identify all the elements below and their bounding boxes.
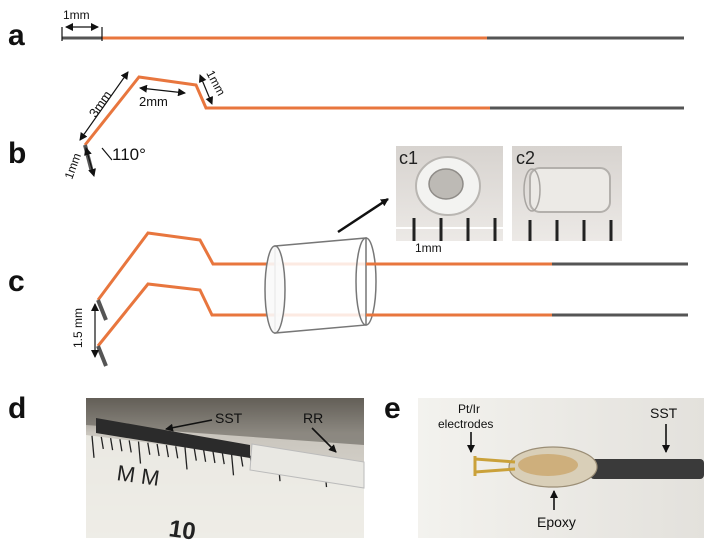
tube-body [274, 237, 367, 334]
c2-ruler-ticks [528, 220, 613, 241]
e-electrodes-label-line1: Pt/Ir [458, 402, 480, 416]
angle-label: 110° [112, 145, 146, 164]
angle-marker [101, 147, 113, 161]
d-ruler-number: 10 [167, 515, 197, 543]
panel-d-label: d [8, 392, 26, 425]
d-ruler-tick [91, 435, 95, 458]
d-sst-wire [96, 418, 250, 458]
d-sst-label: SST [215, 410, 243, 426]
dim-arrow-2mm [139, 84, 186, 97]
d-ruler-tick [119, 439, 123, 452]
panel-c2: c2 [512, 146, 622, 241]
d-ruler-tick [230, 453, 235, 476]
panel-a: a 1mm [8, 8, 684, 52]
dim-arrow-1mm-top [198, 74, 214, 105]
bent-wire-orange [83, 75, 490, 146]
e-epoxy-label: Epoxy [537, 514, 576, 530]
d-ruler-tick [128, 440, 132, 453]
d-ruler [86, 435, 364, 538]
d-ruler-tick [212, 450, 216, 464]
lower-wire-tip-gray [96, 345, 108, 367]
dim-15mm-label: 1.5 mm [71, 308, 85, 348]
panel-d: d M M 10 SST RR [8, 392, 365, 543]
dim-arrow-1mm-tip [84, 147, 96, 177]
d-rr-arrow [311, 427, 337, 453]
tube-right-end [355, 237, 377, 326]
e-electrode-lower [474, 467, 516, 474]
panel-b: b 3mm 2mm 1mm 1mm 110° [8, 68, 684, 181]
d-ruler-tick [147, 442, 151, 455]
c1-scale-label: 1mm [415, 241, 442, 255]
e-electrodes-label-line2: electrodes [438, 417, 493, 431]
panel-e-label: e [384, 392, 401, 425]
dim-1mm-label: 1mm [63, 8, 90, 22]
dim-1mm-tip-label: 1mm [62, 151, 84, 181]
panel-c-label: c [8, 265, 25, 298]
d-ruler-tick [175, 446, 179, 459]
d-ruler-tick [221, 452, 225, 465]
d-rr-tube [249, 443, 365, 489]
e-electrode-upper [474, 457, 516, 464]
tube-left-end [264, 245, 286, 334]
d-ruler-tick [193, 448, 197, 461]
panel-b-label: b [8, 137, 26, 170]
dim-2mm-label: 2mm [139, 94, 168, 109]
c2-tube-side [529, 167, 611, 213]
dim-arrow-3mm [79, 71, 129, 141]
c1-ruler-ticks [412, 218, 497, 241]
d-ruler-text: M M [115, 460, 161, 491]
d-ruler-tick [137, 441, 142, 464]
upper-wire-tip-gray [96, 299, 108, 321]
e-sst-label: SST [650, 405, 678, 421]
d-ruler-tick [109, 437, 114, 451]
d-ruler-tick [165, 445, 170, 458]
panel-e: e Pt/Ir electrodes SST Epoxy [384, 392, 704, 538]
d-ruler-tick [100, 436, 104, 450]
c1-tube-lumen [428, 168, 464, 200]
c2-label: c2 [516, 148, 535, 168]
d-ruler-tick [202, 449, 207, 462]
d-ruler-tick [156, 443, 160, 457]
panel-c1: c1 1mm [396, 146, 503, 255]
c-to-c1-arrow [337, 197, 389, 234]
e-sst-shaft [590, 459, 704, 479]
d-rr-label: RR [303, 410, 323, 426]
panel-c: c 1.5 mm [8, 231, 688, 367]
d-sst-arrow [165, 419, 213, 432]
c1-label: c1 [399, 148, 418, 168]
d-ruler-tick [184, 447, 188, 470]
panel-a-label: a [8, 19, 25, 52]
